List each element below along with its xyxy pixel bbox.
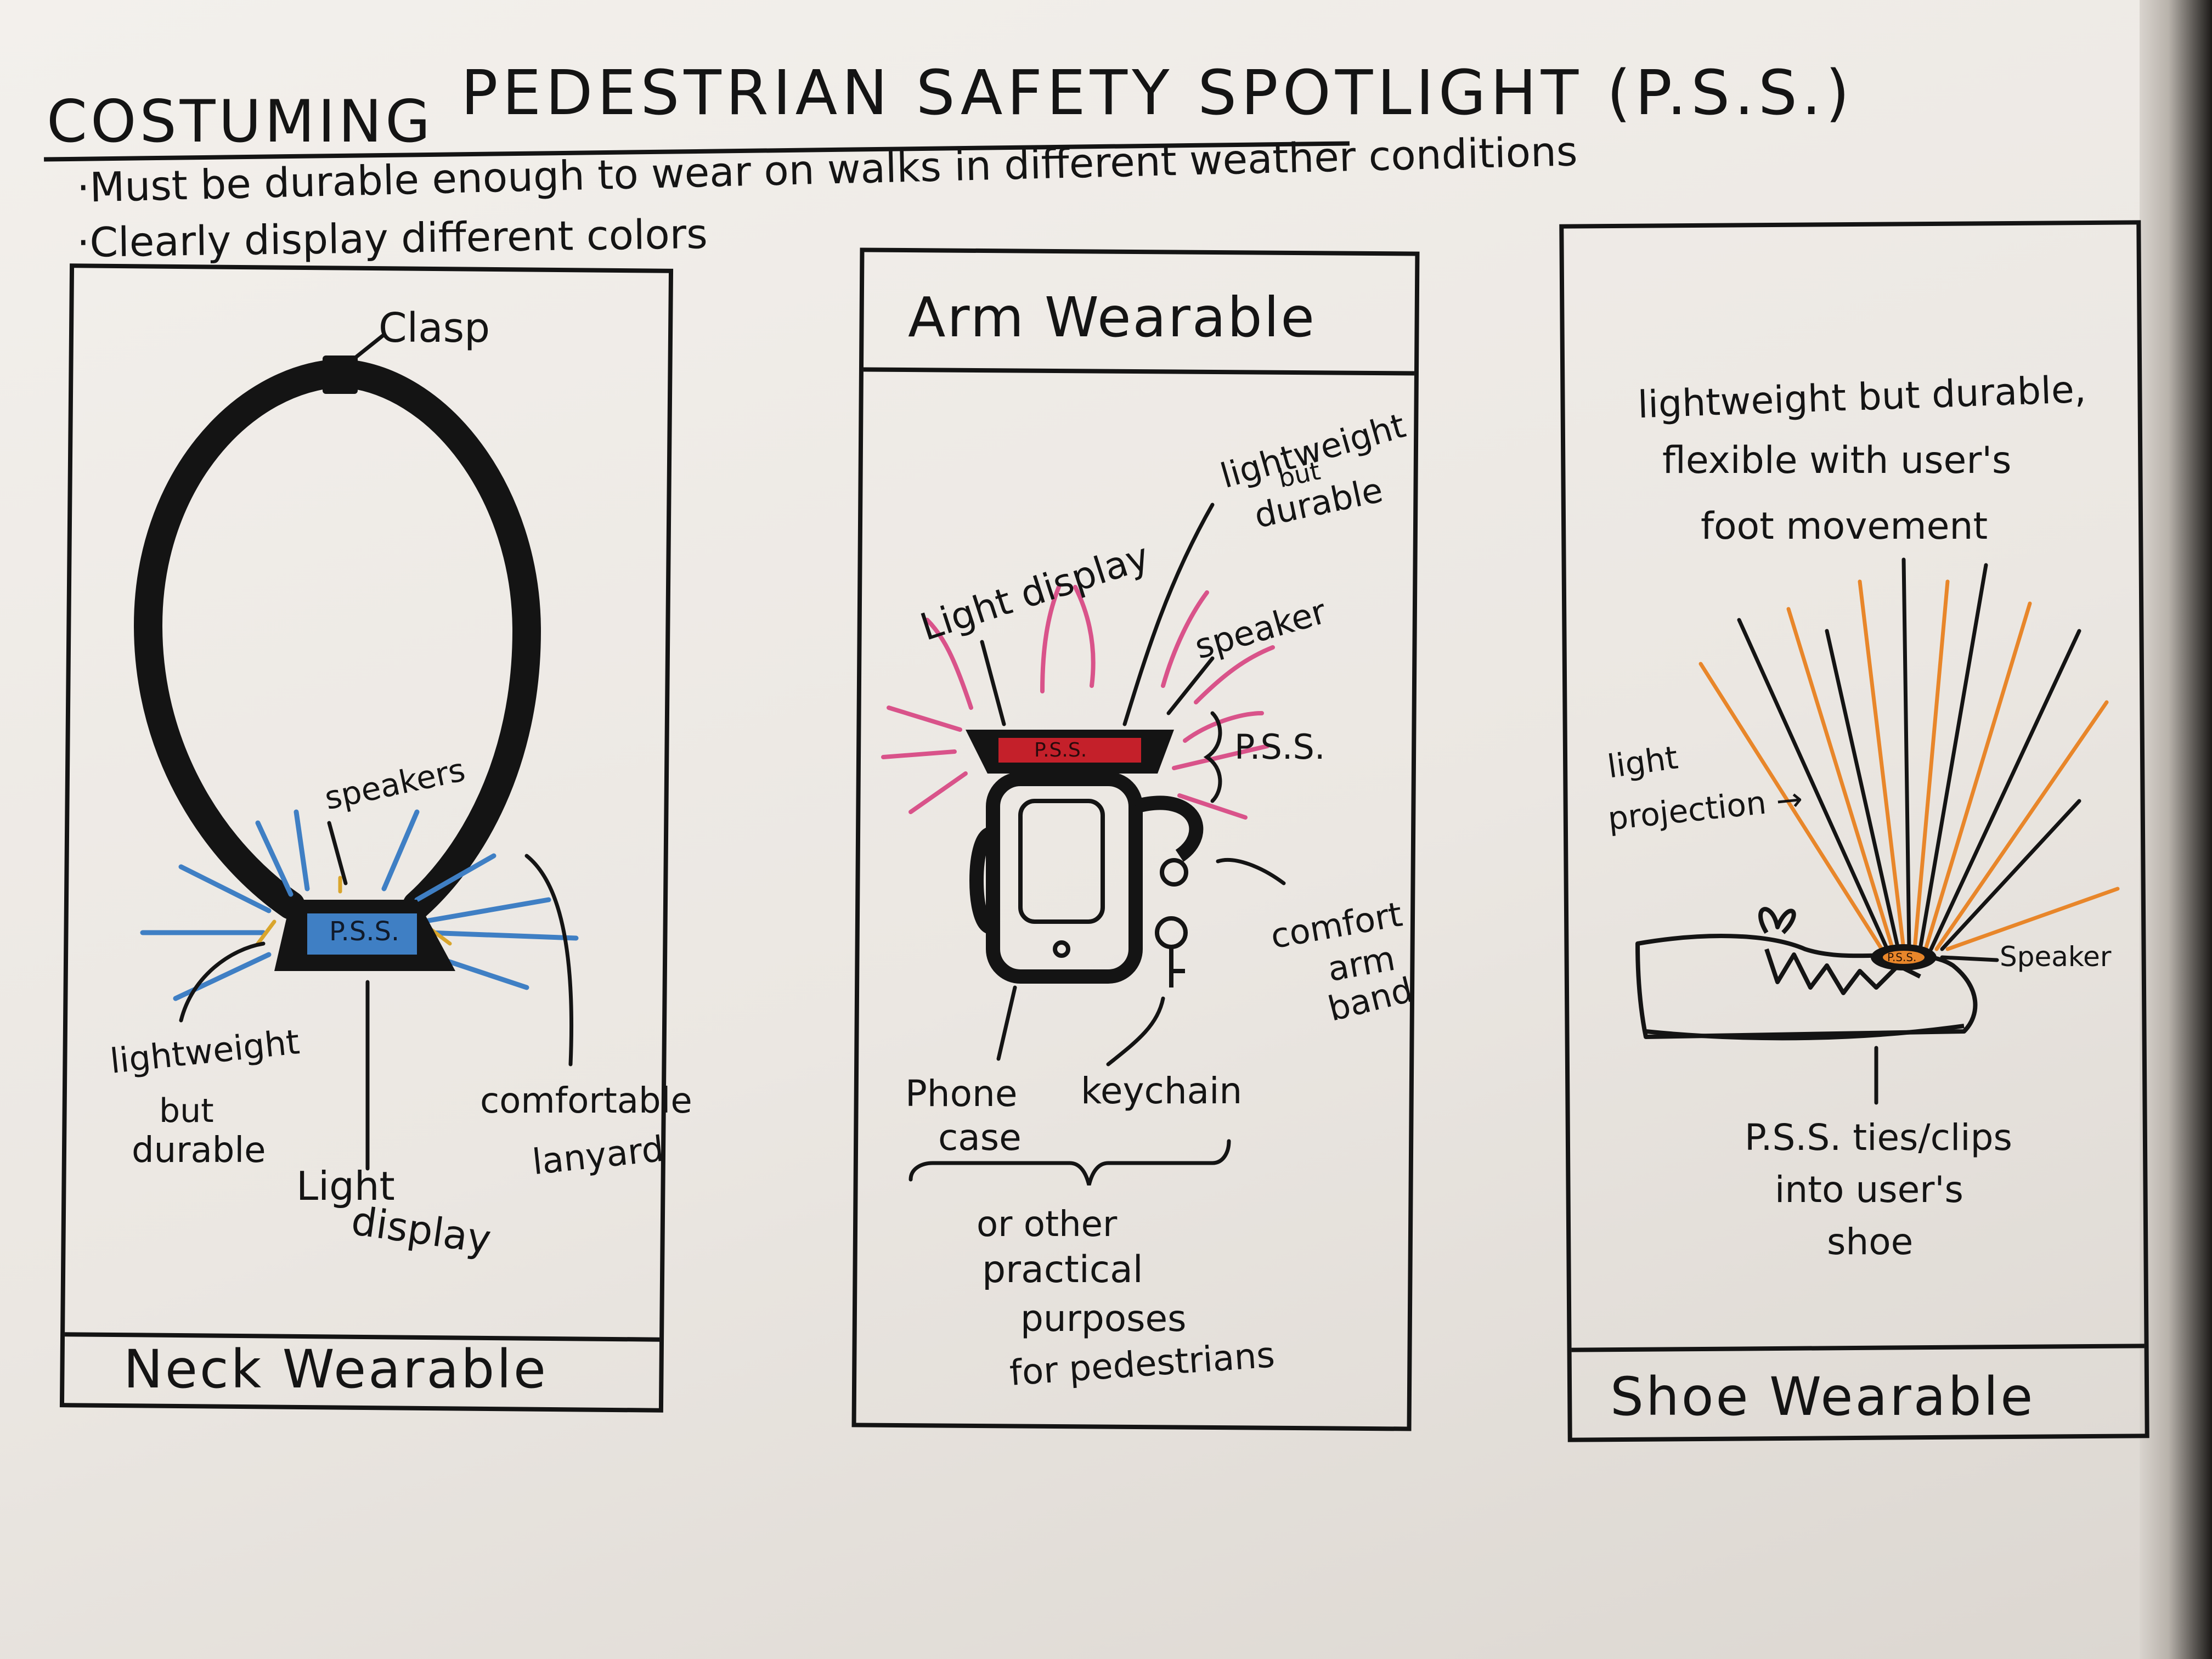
arm-caption: Arm Wearable — [908, 285, 1316, 349]
shoe-label-top-3: foot movement — [1701, 505, 1988, 548]
shoe-arrows — [1874, 955, 1999, 1105]
arm-label-other-2: practical — [982, 1248, 1143, 1291]
shoe-label-ties-2: into user's — [1775, 1169, 1963, 1211]
page-title: PEDESTRIAN SAFETY SPOTLIGHT (P.S.S.) — [461, 58, 1854, 129]
arm-label-phone-2: case — [938, 1116, 1022, 1159]
shoe-label-ties-1: P.S.S. ties/clips — [1745, 1116, 2012, 1159]
neck-label-lanyard-1: comfortable — [480, 1081, 692, 1121]
arm-light-rays — [881, 585, 1275, 820]
phone-icon — [1018, 799, 1105, 958]
neck-light-rays — [140, 809, 579, 1001]
keychain-icon — [1155, 858, 1188, 988]
arm-device-label: P.S.S. — [1034, 739, 1087, 761]
clasp-icon — [323, 356, 358, 394]
section-heading: COSTUMING — [47, 88, 434, 155]
neck-label-clasp: Clasp — [379, 304, 490, 352]
arm-label-phone-1: Phone — [905, 1073, 1018, 1115]
background-edge — [2140, 0, 2212, 1659]
shoe-device-screen — [1883, 951, 1925, 964]
neck-arrows — [179, 332, 574, 1171]
neck-device-label: P.S.S. — [329, 916, 400, 947]
arm-label-keychain: keychain — [1081, 1070, 1243, 1112]
shoe-label-top-2: flexible with user's — [1662, 439, 2012, 482]
arm-label-other-1: or other — [977, 1204, 1118, 1245]
arm-device-screen — [998, 738, 1141, 763]
neck-device-screen — [307, 913, 417, 955]
shoe-light-rays — [1699, 557, 2120, 951]
neck-label-lightweight-3: durable — [132, 1130, 266, 1171]
arm-label-other-3: purposes — [1020, 1297, 1187, 1340]
neck-label-lightweight-2: but — [159, 1092, 214, 1130]
neck-label-light-display-1: Light — [296, 1163, 395, 1209]
shoe-device-label: P.S.S. — [1887, 951, 1917, 964]
arm-band — [969, 772, 1204, 984]
neck-lanyard — [133, 359, 541, 919]
shoe-caption: Shoe Wearable — [1610, 1366, 2035, 1427]
neck-caption: Neck Wearable — [123, 1339, 548, 1400]
arm-arrows — [909, 503, 1286, 1186]
shoe-label-speaker: Speaker — [2000, 941, 2112, 973]
paper-sheet — [0, 0, 2140, 1659]
arm-label-pss: P.S.S. — [1234, 727, 1325, 767]
shoe-label-ties-3: shoe — [1827, 1221, 1914, 1263]
